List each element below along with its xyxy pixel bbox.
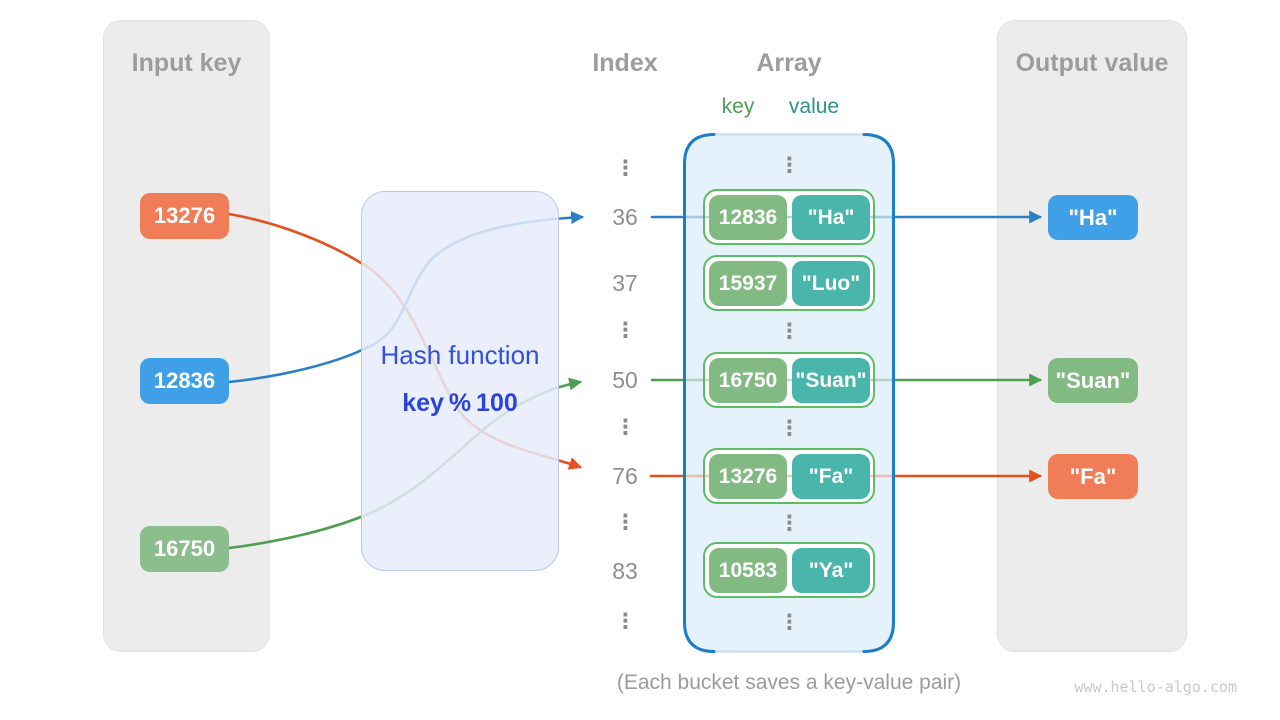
input-key-13276: 13276 <box>140 193 229 239</box>
bucket-value: "Ha" <box>792 195 870 240</box>
index-ellipsis: ⋮ <box>615 510 636 534</box>
hash-function-label: Hash function <box>380 340 540 370</box>
index-50: 50 <box>612 367 638 393</box>
index-37: 37 <box>612 270 638 296</box>
array-ellipsis: ⋮ <box>779 511 800 535</box>
index-header: Index <box>592 49 658 77</box>
bucket-key: 15937 <box>709 261 787 306</box>
value-column-label: value <box>788 95 840 118</box>
index-36: 36 <box>612 204 638 230</box>
index-83: 83 <box>612 558 638 584</box>
site-watermark: www.hello-algo.com <box>1074 678 1237 696</box>
index-ellipsis: ⋮ <box>615 415 636 439</box>
bucket-key: 13276 <box>709 454 787 499</box>
bucket-value: "Fa" <box>792 454 870 499</box>
output-value-fa: "Fa" <box>1048 454 1138 499</box>
output-value-ha: "Ha" <box>1048 195 1138 240</box>
index-ellipsis: ⋮ <box>615 156 636 180</box>
index-76: 76 <box>612 463 638 489</box>
diagram-caption: (Each bucket saves a key-value pair) <box>616 671 962 694</box>
index-ellipsis: ⋮ <box>615 318 636 342</box>
bucket-key: 16750 <box>709 358 787 403</box>
bucket-value: "Suan" <box>792 358 870 403</box>
output-value-suan: "Suan" <box>1048 358 1138 403</box>
bucket-key: 12836 <box>709 195 787 240</box>
hash-function-box: Hash function key % 100 <box>361 191 559 571</box>
hash-formula: key % 100 <box>402 389 518 417</box>
output-value-panel: Output value <box>997 20 1187 652</box>
array-ellipsis: ⋮ <box>779 153 800 177</box>
bucket-value: "Luo" <box>792 261 870 306</box>
array-ellipsis: ⋮ <box>779 610 800 634</box>
array-header: Array <box>756 49 822 77</box>
key-column-label: key <box>721 95 755 118</box>
array-ellipsis: ⋮ <box>779 319 800 343</box>
bucket-value: "Ya" <box>792 548 870 593</box>
output-value-title: Output value <box>1015 49 1169 77</box>
input-key-12836: 12836 <box>140 358 229 404</box>
input-key-16750: 16750 <box>140 526 229 572</box>
index-ellipsis: ⋮ <box>615 609 636 633</box>
input-key-title: Input key <box>131 49 242 77</box>
bucket-key: 10583 <box>709 548 787 593</box>
array-ellipsis: ⋮ <box>779 416 800 440</box>
